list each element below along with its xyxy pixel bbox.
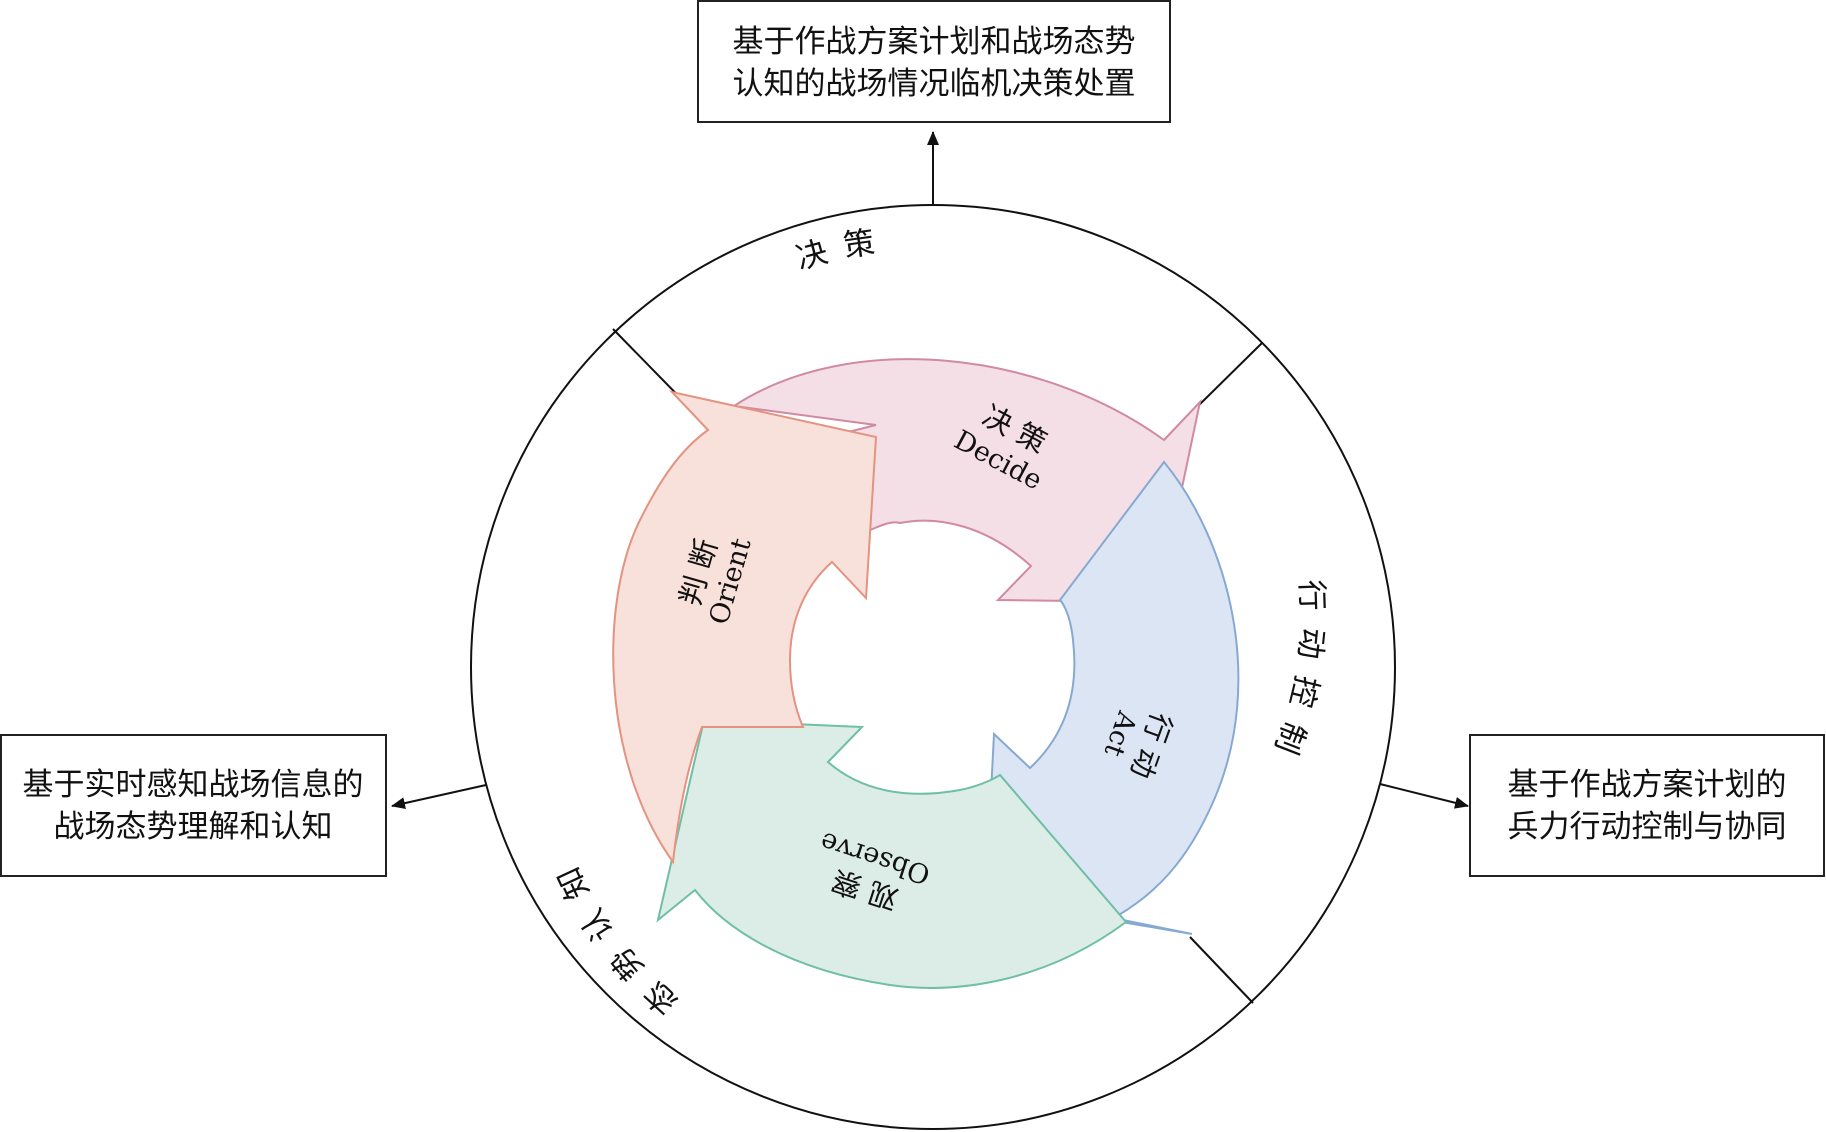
act-arrow [984, 460, 1240, 935]
right-box-line1: 基于作战方案计划的 [1508, 767, 1787, 803]
arrow-to-left-box [391, 784, 487, 810]
outer-ring [470, 204, 1396, 1130]
left-annotation-box: 基于实时感知战场信息的 战场态势理解和认知 [0, 734, 387, 877]
right-box-line2: 兵力行动控制与协同 [1508, 809, 1787, 845]
top-box-line1: 基于作战方案计划和战场态势 [733, 24, 1136, 60]
orient-arrow [612, 390, 878, 865]
top-box-line2: 认知的战场情况临机决策处置 [733, 66, 1136, 102]
right-annotation-box: 基于作战方案计划的 兵力行动控制与协同 [1469, 734, 1825, 877]
left-box-line2: 战场态势理解和认知 [54, 809, 333, 845]
top-annotation-box: 基于作战方案计划和战场态势 认知的战场情况临机决策处置 [697, 0, 1171, 123]
ring-label-right: 行动控制 [1262, 579, 1330, 774]
left-box-line1: 基于实时感知战场信息的 [23, 767, 364, 803]
ring-label-left: 态势认知 [544, 847, 685, 1021]
ring-divider-upper-right [1195, 342, 1263, 409]
ring-divider-lower-right [1189, 936, 1254, 1004]
arrow-to-right-box [1379, 783, 1469, 809]
act-label-group: 行 动 Act [1098, 706, 1179, 782]
observe-arrow [656, 718, 1128, 989]
